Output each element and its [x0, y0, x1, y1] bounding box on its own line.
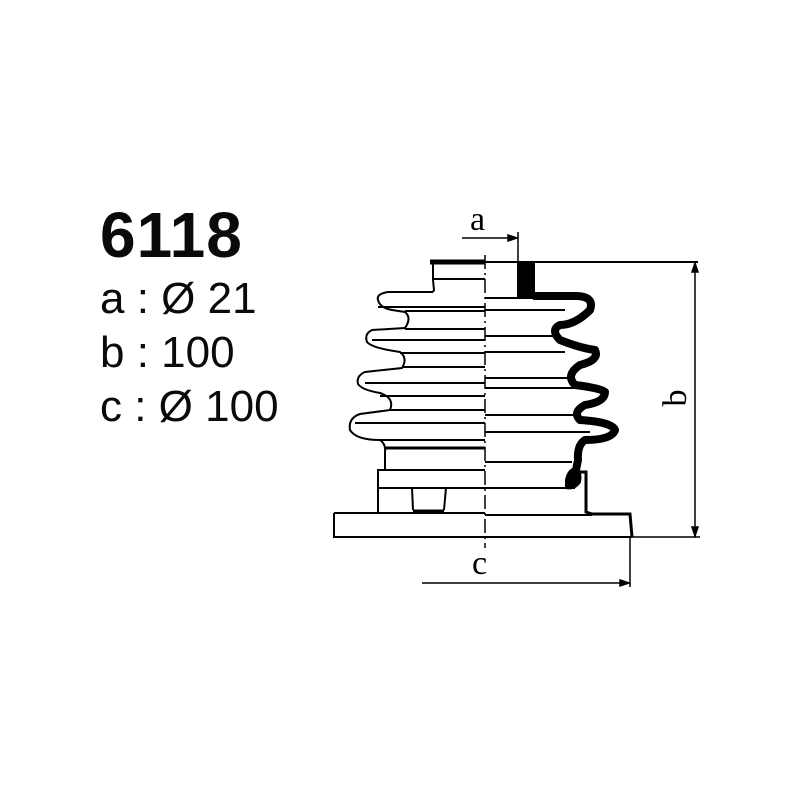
dimension-c [422, 537, 632, 588]
dimension-label-a: a [470, 201, 485, 238]
spec-a: a : Ø 21 [100, 274, 257, 323]
dimension-label-b: b [657, 390, 694, 407]
dimension-label-c: c [472, 545, 487, 582]
spec-b: b : 100 [100, 328, 235, 377]
spec-c: c : Ø 100 [100, 382, 279, 431]
dimension-b [632, 260, 700, 539]
boot-left-half [333, 259, 632, 538]
dimension-a [462, 232, 520, 262]
spec-block: 6118 a : Ø 21 b : 100 c : Ø 100 [100, 203, 279, 429]
part-number: 6118 [100, 199, 243, 271]
boot-right-half [485, 261, 698, 538]
